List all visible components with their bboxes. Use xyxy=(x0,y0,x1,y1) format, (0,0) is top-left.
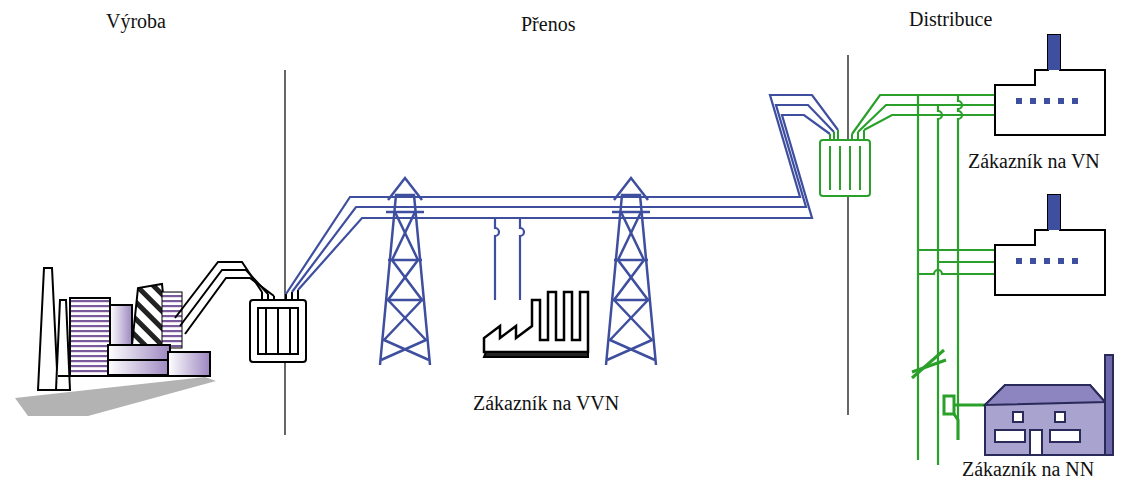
transmission-tower xyxy=(380,178,430,365)
customer-label: Zákazník na VVN xyxy=(473,392,619,415)
section-heading: Výroba xyxy=(106,10,166,33)
vn-factory xyxy=(995,195,1105,295)
transmission-tower xyxy=(606,178,656,365)
vn-factory xyxy=(995,35,1105,135)
step-up-transformer xyxy=(250,290,306,362)
nn-house xyxy=(985,355,1113,455)
section-heading: Distribuce xyxy=(909,8,992,31)
section-heading: Přenos xyxy=(521,13,575,36)
transmission-lines xyxy=(286,95,838,300)
step-down-transformer xyxy=(820,130,870,196)
customer-label: Zákazník na VN xyxy=(968,150,1100,173)
power-plant xyxy=(15,268,216,416)
section-divider xyxy=(847,55,848,415)
pole-transformer xyxy=(912,350,985,440)
customer-label: Zákazník na NN xyxy=(962,458,1094,481)
section-divider xyxy=(284,70,285,435)
vvn-factory xyxy=(484,292,588,357)
